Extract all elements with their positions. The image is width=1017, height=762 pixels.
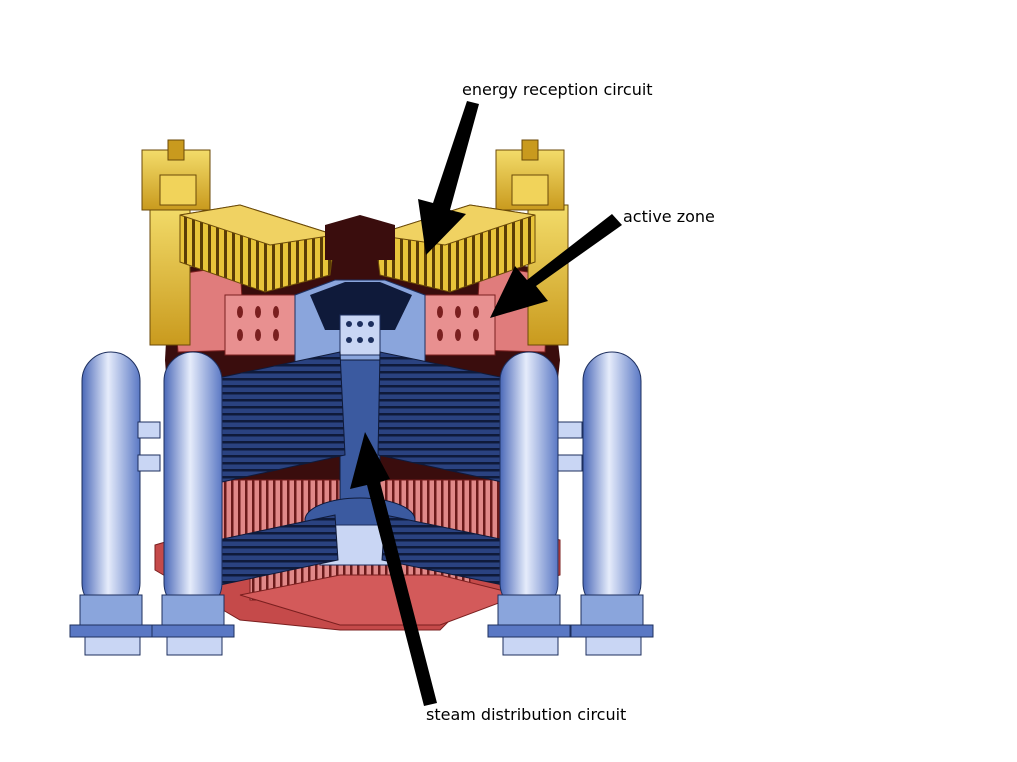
tank-inner-left (151, 351, 235, 656)
label-active-zone: active zone (623, 207, 715, 226)
steam-distribution-structure (217, 351, 506, 586)
arrow-active-zone (490, 214, 622, 318)
tank-outer-right (570, 351, 654, 656)
arrow-steam-distribution (350, 432, 437, 706)
label-steam-distribution-circuit: steam distribution circuit (426, 705, 627, 724)
tank-inner-right (487, 351, 583, 656)
arrow-energy-reception (418, 101, 479, 255)
label-energy-reception-circuit: energy reception circuit (462, 80, 653, 99)
energy-reception-structure (141, 139, 569, 346)
tank-outer-left (69, 351, 161, 656)
